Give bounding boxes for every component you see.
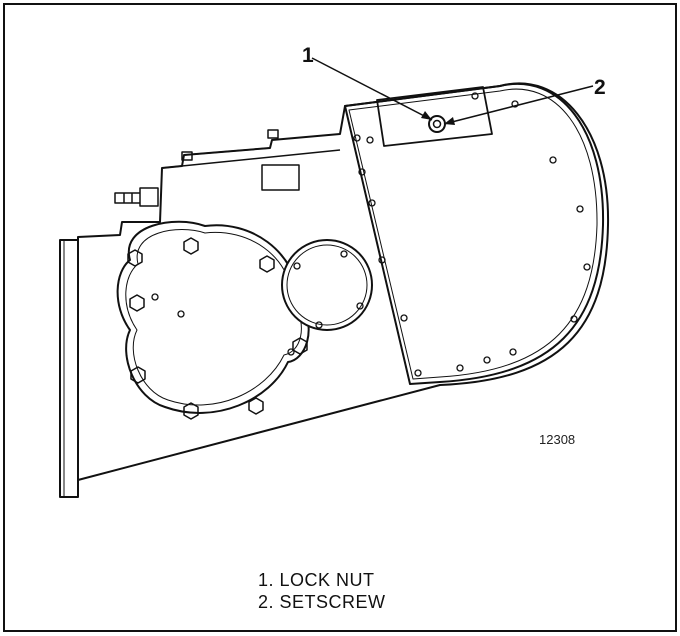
breather-fitting	[114, 187, 159, 207]
cover-bolts	[353, 92, 591, 377]
callout-2: 2	[594, 76, 606, 99]
legend-item-lock-nut: 1. LOCK NUT	[258, 570, 375, 590]
top-boss	[181, 151, 193, 161]
housing-hex-bolts	[127, 237, 308, 420]
figure-number: 12308	[539, 432, 576, 447]
leader-1	[311, 57, 433, 121]
top-boss	[267, 129, 279, 139]
callout-1: 1	[302, 44, 314, 67]
setscrew	[432, 119, 442, 129]
main-gear-housing	[116, 220, 310, 414]
legend: 1. LOCK NUT 2. SETSCREW	[258, 569, 386, 613]
housing-round-bolts	[151, 250, 364, 356]
leader-2	[443, 85, 594, 125]
mounting-flange	[59, 239, 79, 498]
access-cover	[344, 83, 605, 385]
nameplate	[261, 164, 300, 191]
aux-gear-housing	[281, 239, 373, 331]
legend-item-setscrew: 2. SETSCREW	[258, 592, 386, 612]
inspection-window	[376, 86, 493, 147]
